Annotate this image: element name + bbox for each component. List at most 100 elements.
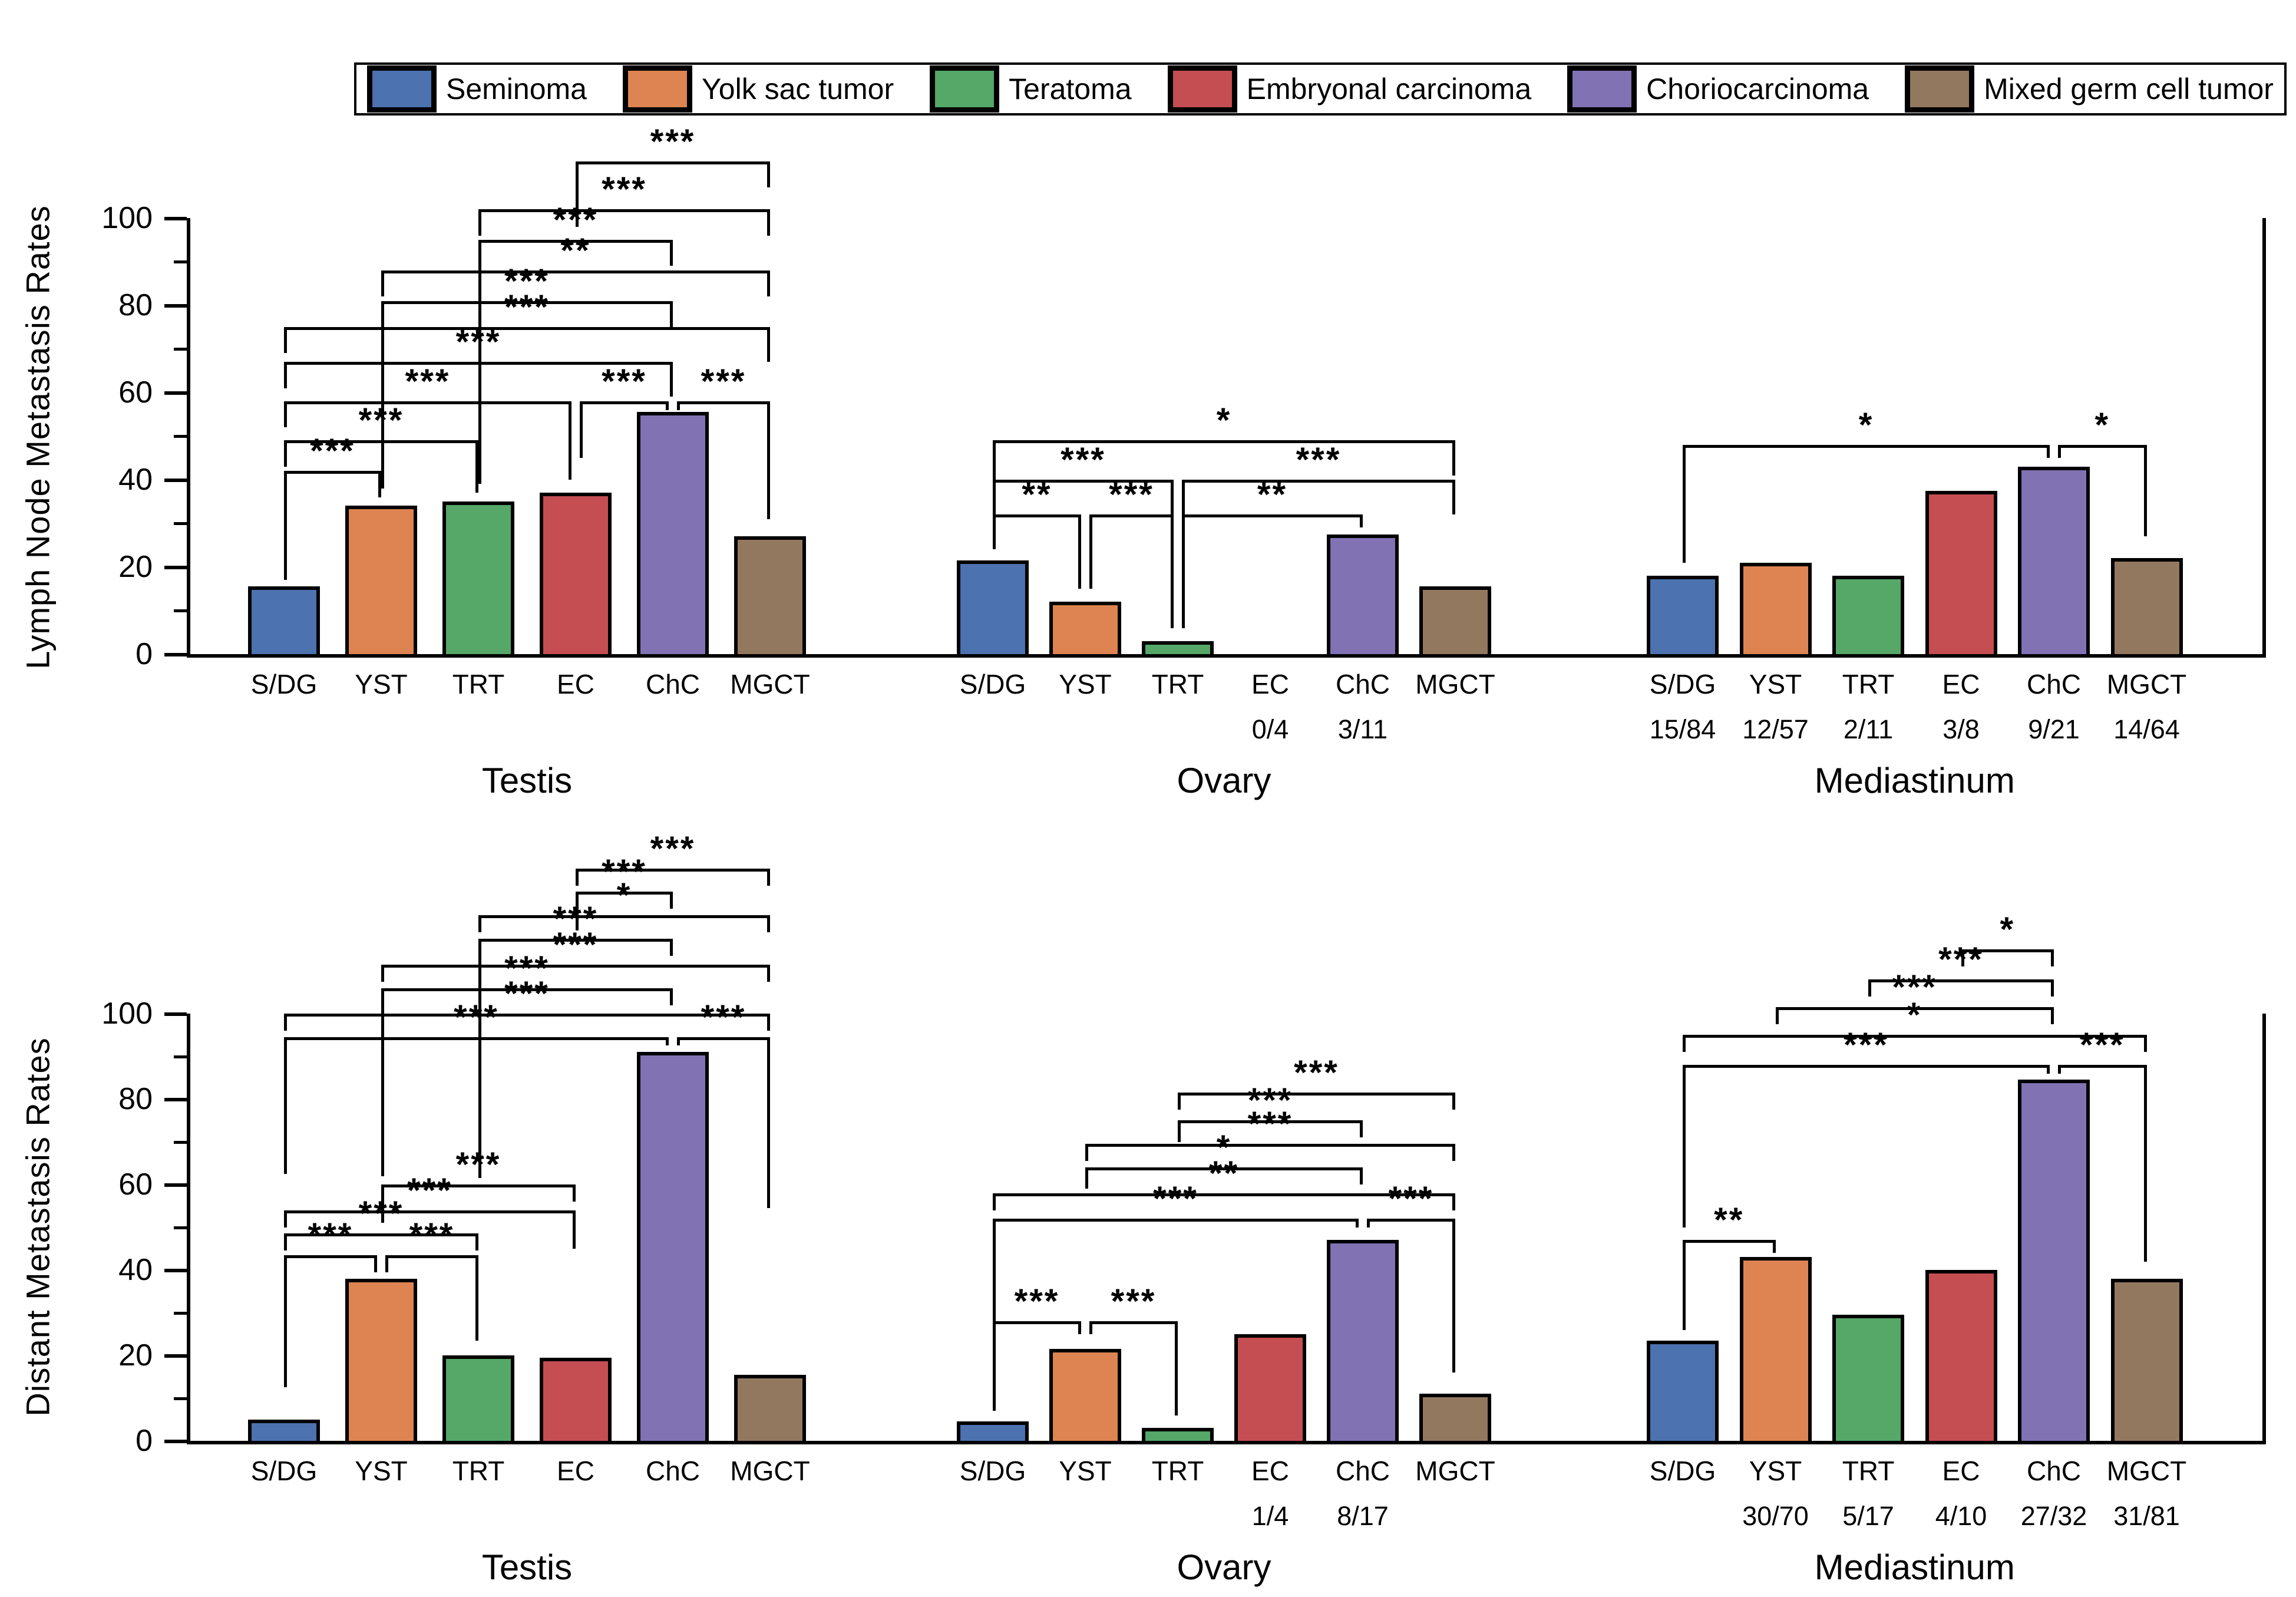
bracket-line: [993, 1219, 1359, 1222]
significance-bracket: [677, 401, 770, 519]
significance-stars: ***: [1294, 1054, 1339, 1093]
bracket-line: [1683, 444, 2050, 448]
bracket-left-tick: [478, 915, 481, 933]
significance-stars: ***: [602, 853, 647, 892]
bracket-right-tick: [767, 915, 770, 933]
category-label: MGCT: [2106, 669, 2187, 699]
fraction-label: 12/57: [1742, 714, 1809, 744]
category-label: YST: [355, 669, 408, 699]
significance-stars: ***: [1109, 476, 1154, 514]
significance-stars: **: [1208, 1154, 1240, 1193]
fraction-label: 1/4: [1251, 1501, 1289, 1531]
significance-bracket: [993, 1321, 1081, 1411]
significance-bracket: [284, 401, 571, 480]
bracket-line: [576, 161, 770, 164]
significance-stars: *: [1907, 996, 1922, 1035]
bar: [2110, 558, 2183, 654]
significance-bracket: [993, 440, 1455, 550]
y-axis-major-tick: [164, 1269, 187, 1272]
bracket-right-tick: [1360, 514, 1363, 528]
bracket-right-tick: [767, 327, 770, 362]
significance-bracket: [284, 1037, 669, 1174]
significance-stars: ***: [1388, 1180, 1434, 1218]
significance-stars: ***: [1247, 1105, 1293, 1144]
significance-bracket: [1089, 514, 1174, 628]
bracket-left-tick: [1085, 1167, 1088, 1189]
significance-stars: *: [2000, 910, 2016, 949]
significance-stars: **: [1714, 1201, 1745, 1240]
bar: [1647, 1340, 1719, 1441]
bracket-left-tick: [1868, 979, 1871, 997]
y-axis-major-tick: [164, 304, 187, 308]
bracket-line: [993, 480, 1174, 483]
bracket-line: [576, 892, 673, 895]
bar: [1419, 1394, 1491, 1441]
bracket-right-tick: [1772, 1240, 1776, 1253]
bracket-left-tick: [478, 240, 481, 484]
bracket-left-tick: [576, 868, 579, 886]
bracket-line: [1683, 1035, 2147, 1038]
y-axis-minor-tick: [174, 522, 187, 525]
bracket-line: [677, 1037, 770, 1040]
bracket-left-tick: [284, 1210, 287, 1228]
bracket-line: [1683, 1240, 1776, 1243]
significance-stars: ***: [359, 404, 404, 438]
significance-stars: **: [1257, 476, 1288, 514]
fraction-label: 27/32: [2020, 1501, 2087, 1531]
significance-bracket: [677, 1037, 770, 1208]
significance-bracket: [993, 1193, 1455, 1210]
bracket-right-tick: [2143, 1065, 2147, 1262]
significance-bracket: [1961, 949, 2054, 967]
panel-title: Mediastinum: [1814, 1547, 2015, 1587]
bracket-line: [381, 964, 770, 968]
significance-stars: ***: [405, 362, 451, 401]
bracket-left-tick: [284, 1037, 287, 1174]
category-label: ChC: [645, 1456, 701, 1486]
legend-swatch-icon: [930, 65, 1000, 113]
y-axis-minor-tick: [174, 609, 187, 612]
significance-bracket: [1775, 1007, 2054, 1025]
significance-stars: ***: [2079, 1026, 2125, 1064]
significance-stars: **: [1022, 476, 1052, 514]
y-axis-tick-label: 20: [118, 550, 153, 584]
bracket-right-tick: [767, 209, 770, 236]
significance-stars: ***: [504, 949, 550, 988]
significance-bracket: [381, 270, 770, 297]
bar: [248, 1419, 320, 1441]
bracket-right-tick: [767, 1037, 770, 1208]
bracket-left-tick: [1182, 480, 1185, 572]
significance-stars: ***: [504, 288, 550, 326]
bar: [1739, 1257, 1812, 1441]
bracket-right-tick: [378, 471, 381, 497]
y-axis-tick-label: 0: [136, 1424, 153, 1458]
bar: [637, 412, 709, 654]
bracket-line: [677, 401, 770, 404]
bracket-left-tick: [1178, 1120, 1181, 1142]
significance-stars: ***: [701, 998, 746, 1037]
legend-label: Yolk sac tumor: [702, 72, 894, 105]
y-axis-label-lymph-node: Lymph Node Metastasis Rates: [19, 205, 57, 669]
legend-item: Choriocarcinoma: [1567, 65, 1869, 113]
significance-stars: ***: [1153, 1180, 1198, 1218]
y-axis-minor-tick: [174, 1055, 187, 1058]
bracket-line: [381, 301, 673, 304]
category-label: EC: [1942, 1456, 1980, 1486]
significance-bracket: [381, 988, 673, 1176]
legend-swatch-icon: [1567, 65, 1637, 113]
y-axis-tick-label: 40: [118, 463, 153, 497]
bracket-right-tick: [1452, 480, 1455, 515]
bracket-left-tick: [284, 1014, 287, 1031]
bracket-left-tick: [381, 301, 384, 489]
bracket-left-tick: [1961, 949, 1964, 967]
bracket-right-tick: [1078, 1321, 1081, 1334]
category-label: TRT: [452, 669, 505, 699]
bracket-left-tick: [677, 1037, 680, 1046]
bar: [957, 1421, 1029, 1441]
bracket-line: [576, 868, 770, 872]
legend-label: Teratoma: [1009, 72, 1132, 105]
significance-bracket: [284, 327, 770, 362]
significance-stars: *: [2095, 405, 2110, 444]
significance-stars: *: [1858, 405, 1874, 444]
